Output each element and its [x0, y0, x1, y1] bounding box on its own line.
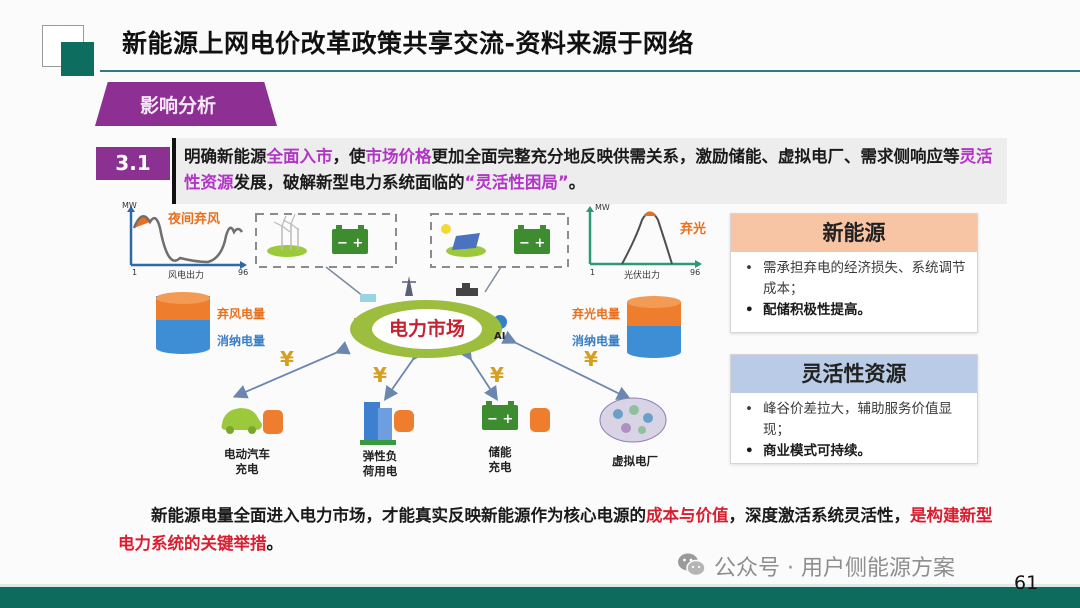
- card-item: 需承担弃电的经济损失、系统调节成本；: [741, 258, 967, 300]
- solar-energy-cylinder: [627, 296, 681, 358]
- intro-statement: 明确新能源全面入市，使市场价格更加全面完整充分地反映供需关系，激励储能、虚拟电厂…: [172, 138, 1007, 204]
- participant-ev-label: 电动汽车充电: [212, 447, 282, 477]
- building-icon: [360, 402, 396, 445]
- battery-icon: [332, 225, 368, 254]
- ai-label: AI: [494, 331, 506, 342]
- wind-chart-x-start: 1: [132, 268, 138, 277]
- intro-seg: 更加全面完整充分地反映供需关系，激励储能、虚拟电厂、需求侧响应等: [431, 147, 960, 166]
- card-item: 商业模式可持续。: [741, 441, 967, 462]
- card-item: 配储积极性提高。: [741, 300, 967, 321]
- svg-text:− +: − +: [487, 412, 513, 427]
- svg-text:− +: − +: [337, 236, 363, 251]
- participant-flex-load-label: 弹性负荷用电: [350, 449, 410, 479]
- section-number-badge: 3.1: [96, 147, 170, 180]
- intro-highlight: 市场价格: [365, 147, 432, 166]
- card-item: 峰谷价差拉大，辅助服务价值显现；: [741, 399, 967, 441]
- intro-seg: 明确新能源: [184, 147, 267, 166]
- indent: [118, 506, 151, 525]
- market-center: [372, 309, 482, 349]
- yen-icon: ¥: [373, 363, 387, 387]
- label-line: 荷用电: [362, 464, 398, 478]
- watermark-text: 公众号 · 用户侧能源方案: [714, 556, 955, 581]
- wind-chart-x-label: 风电出力: [168, 271, 205, 281]
- participant-vpp-label: 虚拟电厂: [600, 454, 670, 469]
- wind-chart-x-end: 96: [238, 268, 249, 277]
- battery-icon: [514, 225, 550, 254]
- wind-output-chart: [127, 206, 247, 269]
- transmission-icon: [360, 294, 376, 302]
- electric-car-icon: [221, 408, 262, 434]
- storage-cylinder-icon: [394, 410, 414, 432]
- label-line: 虚拟电厂: [612, 454, 658, 468]
- svg-text:− +: − +: [519, 236, 545, 251]
- wind-curtailed-energy-label: 弃风电量: [217, 307, 266, 321]
- solar-chart-y-label: MW: [595, 203, 610, 212]
- storage-cylinder-icon: [530, 408, 550, 432]
- conclusion-seg: 新能源电量全面进入电力市场，才能真实反映新能源作为核心电源的: [151, 506, 646, 525]
- solar-curtailed-energy-label: 弃光电量: [572, 307, 621, 321]
- label-line: 电动汽车: [224, 447, 270, 461]
- intro-seg: 发展，破解新型电力系统面临的: [233, 173, 465, 192]
- virtual-plant-icon: [599, 397, 667, 443]
- wechat-icon: [678, 553, 706, 577]
- solar-consumed-energy-label: 消纳电量: [572, 334, 621, 348]
- solar-chart-x-end: 96: [690, 268, 701, 277]
- label-line: 弹性负: [362, 449, 398, 463]
- participant-storage-label: 储能充电: [475, 445, 525, 475]
- intro-highlight: “灵活性困局”: [464, 173, 569, 192]
- footer-divider: [0, 584, 1080, 587]
- intro-text: 明确新能源全面入市，使市场价格更加全面完整充分地反映供需关系，激励储能、虚拟电厂…: [184, 144, 1004, 196]
- label-line: 充电: [488, 460, 512, 474]
- logo-filled-square: [61, 42, 94, 76]
- new-energy-card: 新能源 需承担弃电的经济损失、系统调节成本； 配储积极性提高。: [730, 213, 978, 333]
- wind-curtail-annotation: 夜间弃风: [168, 212, 221, 227]
- solar-chart-x-start: 1: [590, 268, 596, 277]
- wind-turbine-icon: [267, 213, 307, 257]
- intro-seg: 。: [568, 173, 586, 192]
- power-market-label: 电力市场: [388, 318, 465, 340]
- storage-cylinder-icon: [263, 410, 283, 434]
- page-title: 新能源上网电价改革政策共享交流-资料来源于网络: [122, 29, 694, 58]
- card-title: 灵活性资源: [731, 355, 977, 393]
- yen-icon: ¥: [584, 347, 598, 371]
- intro-highlight: 全面入市: [266, 147, 333, 166]
- section-tag-label: 影响分析: [140, 95, 217, 117]
- wind-consumed-energy-label: 消纳电量: [217, 334, 266, 348]
- footer-bar: [0, 587, 1080, 608]
- conclusion-text: 新能源电量全面进入电力市场，才能真实反映新能源作为核心电源的成本与价值，深度激活…: [118, 502, 998, 558]
- card-list: 需承担弃电的经济损失、系统调节成本； 配储积极性提高。: [731, 252, 977, 325]
- yen-icon: ¥: [490, 363, 504, 387]
- section-tag: 影响分析: [95, 82, 277, 126]
- label-line: 储能: [488, 445, 512, 459]
- solar-curtail-annotation: 弃光: [680, 222, 707, 237]
- label-line: 充电: [235, 462, 259, 476]
- card-title: 新能源: [731, 214, 977, 252]
- title-divider: [100, 70, 1080, 72]
- flexibility-resources-card: 灵活性资源 峰谷价差拉大，辅助服务价值显现； 商业模式可持续。: [730, 354, 978, 464]
- power-plant-icon: [456, 283, 478, 296]
- solar-chart-x-label: 光伏出力: [624, 271, 661, 281]
- wind-energy-cylinder: [156, 292, 210, 354]
- yen-icon: ¥: [280, 347, 294, 371]
- solar-output-chart: [586, 206, 702, 268]
- conclusion-seg: 。: [266, 534, 284, 553]
- page-number: 61: [1014, 572, 1039, 594]
- card-list: 峰谷价差拉大，辅助服务价值显现； 商业模式可持续。: [731, 393, 977, 466]
- power-tower-icon: [402, 276, 416, 296]
- wind-chart-y-label: MW: [122, 201, 137, 210]
- intro-highlight: 灵活性资源: [184, 147, 993, 192]
- conclusion-highlight: 是构建新型电力系统的关键举措: [118, 506, 993, 553]
- intro-seg: ，使: [332, 147, 366, 166]
- solar-panel-icon: [441, 224, 486, 257]
- battery-icon: [482, 401, 518, 430]
- conclusion-highlight: 成本与价值: [646, 506, 729, 525]
- conclusion-seg: ，深度激活系统灵活性，: [728, 506, 911, 525]
